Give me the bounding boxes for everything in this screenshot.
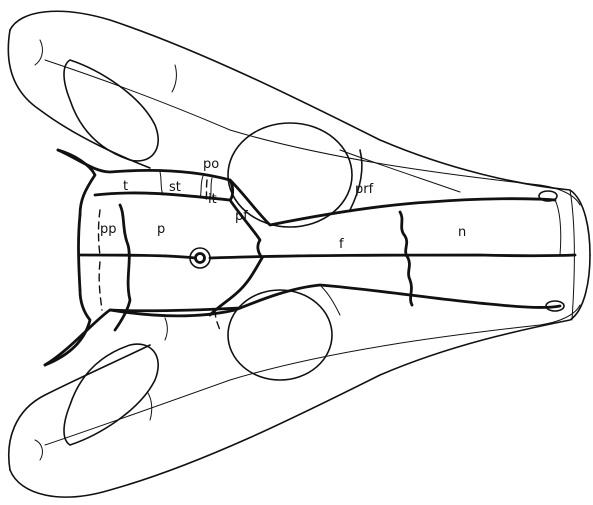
f-n-suture — [400, 212, 412, 305]
label-pf: pf — [235, 209, 248, 224]
upper-tick-mid — [172, 65, 176, 92]
skull-outline-left-lower — [9, 345, 150, 470]
lower-side-suture-1 — [165, 318, 167, 340]
label-t: t — [123, 179, 128, 194]
lower-jaw-inner-line — [45, 305, 580, 445]
label-st: st — [169, 180, 181, 195]
st-it-suture — [200, 176, 203, 198]
pineal-foramen-inner — [196, 254, 205, 263]
posterior-margin — [79, 215, 81, 290]
label-n: n — [458, 225, 466, 240]
premaxilla-line — [555, 200, 561, 255]
upper-tick-left — [35, 40, 42, 65]
label-prf: prf — [355, 182, 374, 197]
label-po: po — [203, 157, 219, 172]
lower-tick-mid — [148, 393, 152, 420]
midline-suture-front — [210, 255, 575, 258]
label-pp: pp — [100, 222, 117, 237]
midline-suture — [80, 255, 195, 258]
roof-lower-margin — [45, 285, 560, 365]
lower-tick-left — [35, 440, 42, 460]
label-it: it — [208, 192, 217, 207]
label-p: p — [157, 222, 165, 237]
label-f: f — [339, 237, 344, 252]
it-dashed — [206, 180, 207, 202]
upper-lobe — [64, 60, 158, 161]
skull-outline-left-upper — [8, 30, 150, 168]
left-horn-lower — [45, 290, 90, 365]
pp-dashed-lower — [99, 262, 102, 310]
t-st-suture — [160, 172, 163, 195]
lower-side-suture-2 — [110, 308, 240, 311]
lower-lobe — [64, 344, 158, 445]
p-f-suture-lower — [210, 258, 262, 315]
